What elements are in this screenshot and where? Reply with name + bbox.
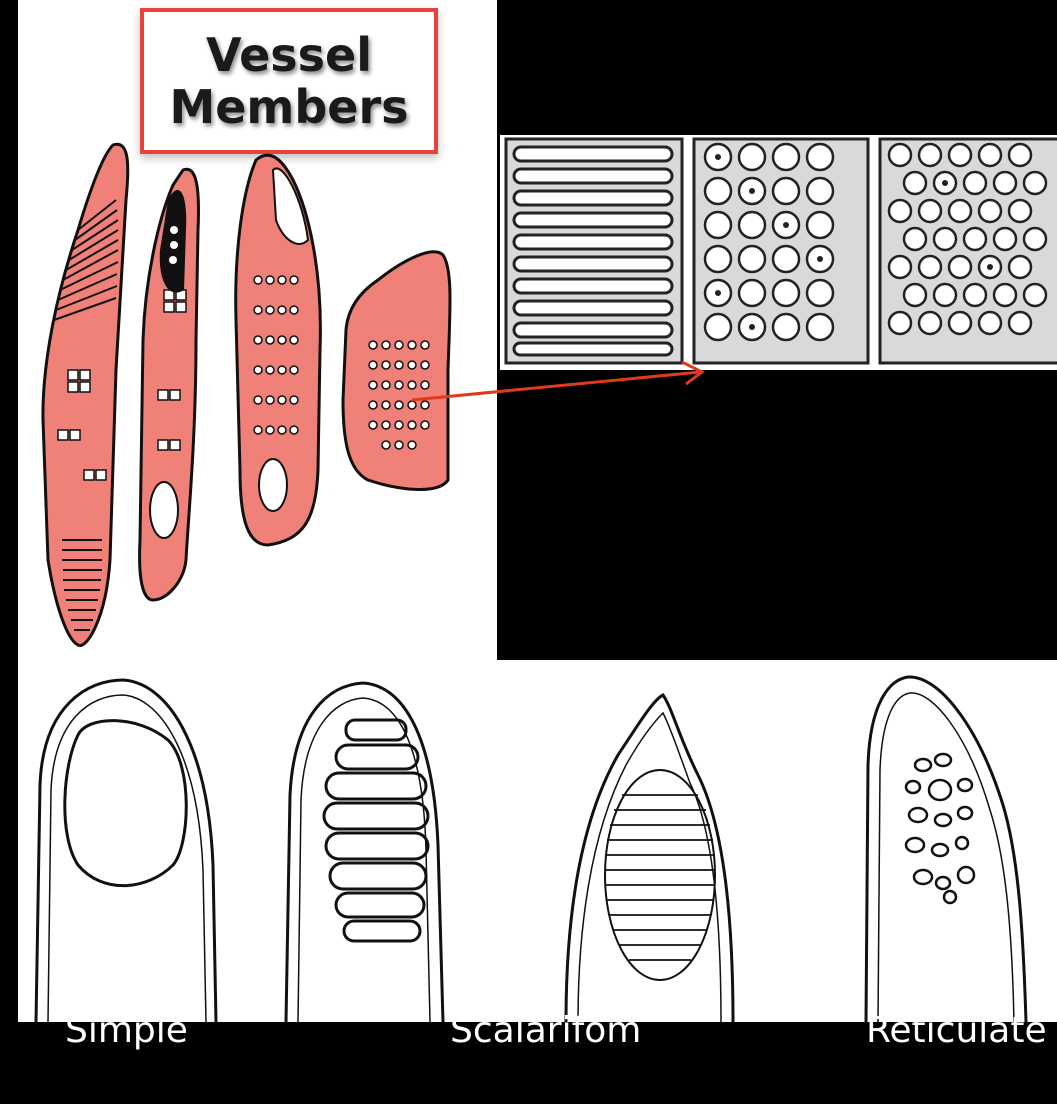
caption-simple: Simple [65, 1010, 188, 1051]
title-line-2: Members [169, 81, 408, 133]
pitting-patterns-illustration [500, 135, 1057, 370]
caption-reticulate: Reticulate [866, 1010, 1047, 1051]
perforation-plates-illustration [18, 665, 1057, 1022]
simple-plate-outline [36, 680, 216, 1022]
title-box: Vessel Members [140, 8, 438, 154]
pointer-arrow [400, 350, 720, 410]
scalariform-plate-outline-1 [286, 683, 443, 1022]
caption-scalariform: Scalarifom [450, 1010, 641, 1051]
scalariform-plate-outline-2 [566, 695, 733, 1022]
simple-perforation [65, 721, 186, 886]
title-line-1: Vessel [206, 29, 372, 81]
reticulate-plate-outline [866, 677, 1026, 1022]
